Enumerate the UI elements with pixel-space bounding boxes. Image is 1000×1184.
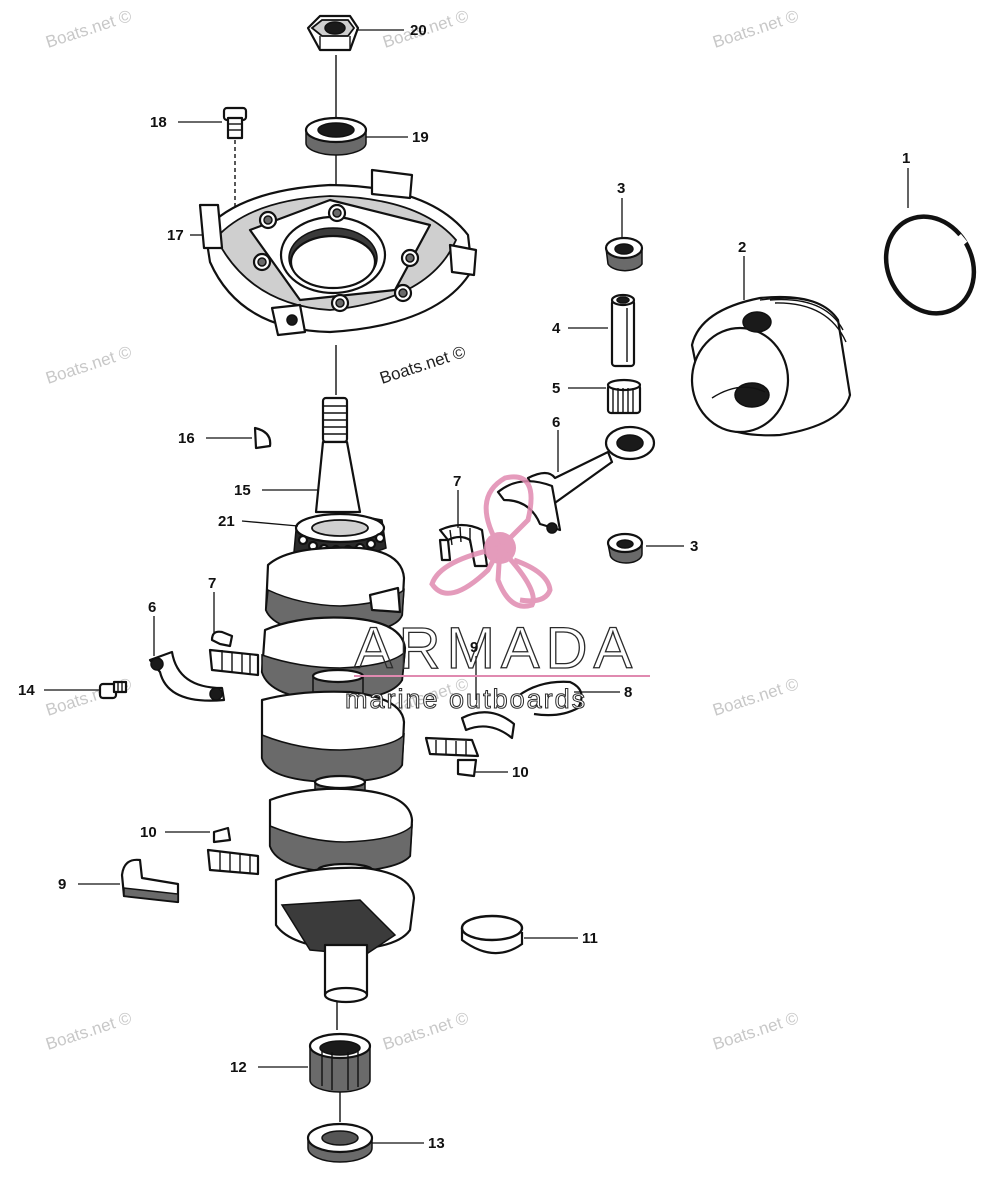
callout-18: 18 — [150, 114, 167, 131]
callout-labels: 20 19 18 17 1 2 3 4 5 6 16 15 21 7 3 7 6… — [18, 22, 910, 1152]
leader-lines — [44, 29, 909, 1144]
part-7-bearing-cage-left — [208, 630, 260, 677]
part-3-thrust-washer-top — [604, 236, 644, 272]
callout-14: 14 — [18, 682, 35, 699]
part-4-piston-pin — [610, 293, 636, 368]
callout-1: 1 — [902, 150, 910, 167]
part-10-bearing-cage-right — [424, 736, 480, 778]
watermark-prominent: Boats.net © — [377, 342, 468, 388]
callout-7: 7 — [208, 575, 216, 592]
watermark: Boats.net © — [710, 674, 801, 720]
callout-15: 15 — [234, 482, 251, 499]
part-13-washer — [306, 1122, 374, 1163]
callout-10: 10 — [140, 824, 157, 841]
callout-17: 17 — [167, 227, 184, 244]
part-19-spacer — [304, 116, 368, 156]
part-1-piston-ring — [883, 214, 977, 316]
part-18-bolt — [222, 106, 248, 210]
part-10-bearing-cage-left — [206, 826, 260, 876]
callout-20: 20 — [410, 22, 427, 39]
part-9-bearing-race-left — [120, 858, 180, 904]
callout-5: 5 — [552, 380, 560, 397]
watermark: Boats.net © — [43, 1008, 134, 1054]
logo-tagline: marine outboards — [345, 684, 587, 714]
part-3-thrust-washer-bottom — [606, 532, 644, 564]
propeller-icon — [429, 474, 553, 609]
watermark: Boats.net © — [710, 1008, 801, 1054]
part-12-roller-bearing — [308, 1032, 372, 1093]
callout-6: 6 — [552, 414, 560, 431]
callout-11: 11 — [582, 930, 598, 947]
part-20-nut — [306, 14, 360, 52]
callout-21: 21 — [218, 513, 235, 530]
part-6-rod-cap — [148, 650, 226, 702]
watermark: Boats.net © — [43, 342, 134, 388]
callout-3: 3 — [617, 180, 625, 197]
watermark: Boats.net © — [43, 6, 134, 52]
callout-6: 6 — [148, 599, 156, 616]
callout-7: 7 — [453, 473, 461, 490]
callout-9: 9 — [58, 876, 66, 893]
part-9-bearing-race-right — [460, 711, 516, 740]
callout-16: 16 — [178, 430, 195, 447]
part-14-screw — [98, 680, 128, 700]
watermark: Boats.net © — [710, 6, 801, 52]
watermark: Boats.net © — [380, 1008, 471, 1054]
armada-logo: ARMADA marine outboards — [345, 474, 650, 715]
callout-8: 8 — [624, 684, 632, 701]
callout-19: 19 — [412, 129, 429, 146]
callout-10: 10 — [512, 764, 529, 781]
logo-name: ARMADA — [354, 616, 638, 681]
part-2-piston — [690, 295, 852, 437]
callout-4: 4 — [552, 320, 561, 337]
callout-2: 2 — [738, 239, 746, 256]
part-16-woodruff-key — [253, 426, 272, 450]
callout-9: 9 — [470, 639, 478, 656]
part-15-crankshaft — [260, 396, 416, 1004]
part-11-ring — [460, 914, 524, 955]
callout-3: 3 — [690, 538, 698, 555]
part-17-bearing-plate — [198, 168, 478, 337]
callout-12: 12 — [230, 1059, 247, 1076]
callout-13: 13 — [428, 1135, 445, 1152]
part-5-needle-bearing — [606, 378, 642, 415]
